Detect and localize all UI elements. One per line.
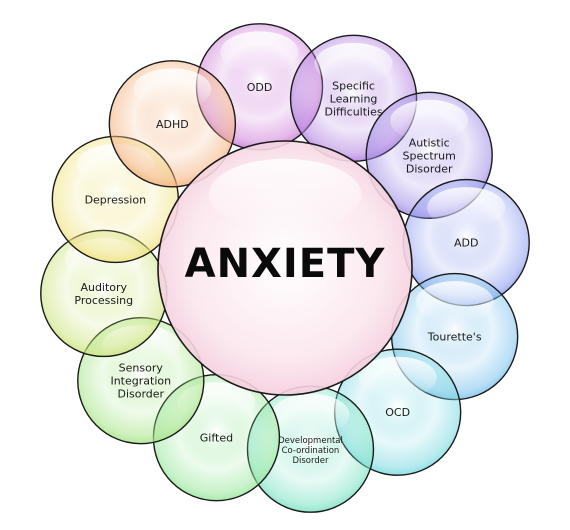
center-group: ANXIETY — [157, 140, 413, 396]
bubble-label-line: Processing — [74, 294, 133, 307]
bubble-label-gifted: Gifted — [200, 432, 233, 445]
bubble-label-line: OCD — [385, 406, 410, 419]
bubble-label-line: Co-ordination — [282, 446, 340, 456]
bubble-label-line: Difficulties — [324, 105, 382, 118]
bubble-gloss-sld — [314, 42, 393, 85]
bubble-label-line: Depression — [85, 193, 147, 206]
bubble-label-line: ADD — [454, 237, 478, 250]
center-label: ANXIETY — [185, 241, 386, 287]
bubble-label-line: Spectrum — [403, 149, 456, 162]
bubble-label-ocd: OCD — [385, 406, 410, 419]
bubble-label-adhd: ADHD — [156, 118, 189, 131]
bubble-gloss-tourettes — [415, 281, 494, 323]
bubble-gloss-adhd — [133, 68, 212, 110]
bubble-label-depression: Depression — [85, 193, 147, 206]
bubble-label-line: Disorder — [406, 162, 453, 175]
bubble-label-line: Tourette's — [427, 331, 482, 344]
bubble-label-add: ADD — [454, 237, 478, 250]
bubble-label-line: Specific — [332, 79, 375, 92]
bubble-gloss-dcd — [271, 393, 350, 436]
bubble-label-line: Disorder — [292, 456, 329, 466]
bubble-add: ADD — [402, 178, 530, 307]
bubble-gloss-ocd — [358, 356, 437, 399]
center-gloss — [208, 158, 362, 230]
bubble-label-line: Gifted — [200, 432, 233, 445]
bubble-label-line: ADHD — [156, 118, 189, 131]
bubble-label-odd: ODD — [247, 81, 273, 94]
bubble-label-line: Integration — [110, 375, 171, 388]
bubble-label-line: ODD — [247, 81, 273, 94]
bubble-adhd: ADHD — [108, 60, 237, 188]
bubble-label-tourettes: Tourette's — [427, 331, 482, 344]
bubble-gloss-odd — [220, 31, 299, 73]
bubble-label-line: Auditory — [80, 281, 127, 294]
bubble-gloss-asd — [390, 99, 469, 142]
bubble-label-line: Learning — [330, 92, 378, 105]
bubble-label-line: Sensory — [119, 362, 164, 375]
bubble-label-line: Autistic — [409, 136, 450, 149]
bubble-gloss-add — [427, 187, 506, 229]
bubble-label-line: Developmental — [278, 436, 343, 446]
bubble-label-line: Disorder — [117, 388, 164, 401]
